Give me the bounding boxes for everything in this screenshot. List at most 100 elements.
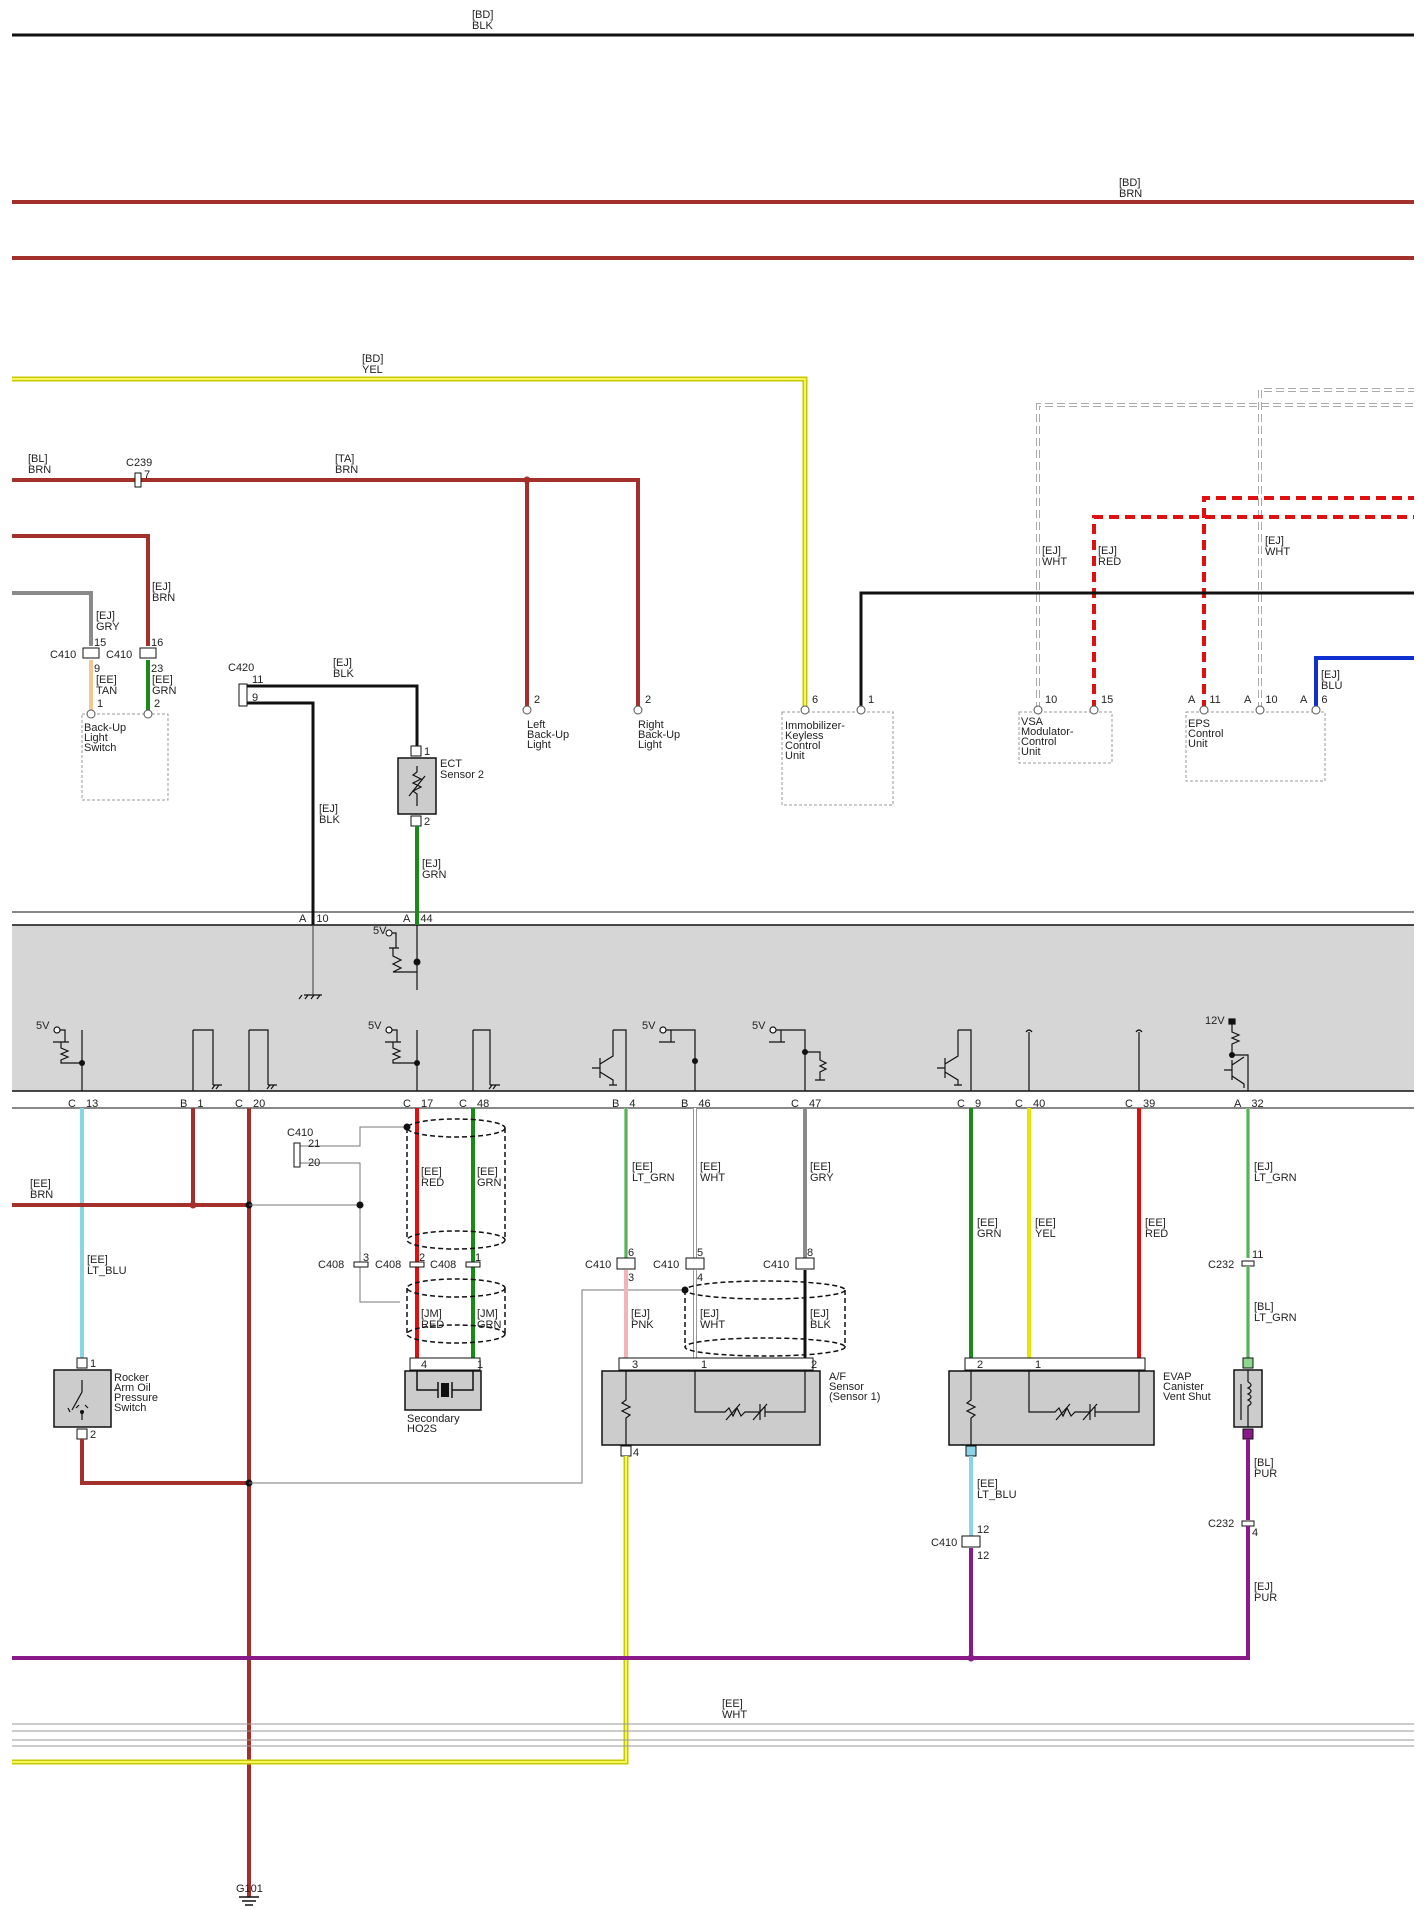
splice-b1 <box>189 1201 197 1209</box>
immobilizer-pin-6 <box>800 705 810 715</box>
c410-ltblu-pin-b: 12 <box>977 1550 989 1562</box>
evap-pin-1-box <box>1242 1428 1254 1440</box>
c232-b-label: C232 <box>1208 1518 1234 1530</box>
c408-a-pin: 3 <box>363 1252 369 1264</box>
vsa-box <box>1018 711 1113 764</box>
af-element-icon <box>1028 1370 1140 1421</box>
bus-label-ee-wht: [EE]WHT <box>722 1698 747 1721</box>
wire-yel-immobilizer-inner <box>12 378 806 709</box>
c410-shield-label: C410 <box>287 1127 313 1139</box>
immobilizer-pin-6-num: 6 <box>812 694 818 706</box>
wire-label-ej-lt-grn-evap: [EJ]LT_GRN <box>1254 1161 1297 1184</box>
wire-brn-ej <box>12 534 150 646</box>
ecm-junction-b46 <box>692 1058 698 1064</box>
c408-c-label: C408 <box>430 1259 456 1271</box>
ecm-5v-c47: 5V <box>752 1020 766 1032</box>
wire-label-ej-red-vsa: [EJ]RED <box>1098 545 1121 568</box>
rocker-pin-2-num: 2 <box>90 1429 96 1441</box>
splice-dot <box>523 476 531 484</box>
wire-label-ej-blk-ho2s: [EJ]BLK <box>810 1308 831 1331</box>
c420-pin-a: 11 <box>252 674 263 686</box>
c410-ltblu-label: C410 <box>931 1537 957 1549</box>
backup-pin-2 <box>143 709 153 719</box>
wire-label-ej-blk-top: [EJ]BLK <box>333 657 354 680</box>
piezo-icon <box>416 1370 474 1398</box>
eps-box <box>1185 711 1326 782</box>
c410-brn-label: C410 <box>106 649 132 661</box>
wire-label-ej-grn-ect: [EJ]GRN <box>422 858 447 881</box>
ho2s-pin-4-num: 3 <box>632 1359 638 1371</box>
c410-ltblu-pin-a: 12 <box>977 1524 989 1536</box>
c410-wht-pin-5: 5 <box>697 1247 703 1259</box>
wire-label-ee-grn-bu: [EE]GRN <box>152 674 177 697</box>
ecm-junction-c17 <box>414 1060 420 1066</box>
wire-gry-backup <box>12 591 93 646</box>
ecm-junction <box>413 958 421 966</box>
bus-label-bl-brn: [BL]BRN <box>28 453 51 476</box>
c410-gry-connector <box>82 647 100 659</box>
wire-label-ej-wht-eps: [EJ]WHT <box>1265 535 1290 558</box>
ecm-junction-a32 <box>1229 1052 1235 1058</box>
wire-yel-ho2s <box>12 1456 629 1765</box>
immobilizer-box <box>781 711 894 806</box>
wire-pur-bus <box>12 1526 1250 1660</box>
c408-a-connector <box>353 1261 369 1268</box>
af-sensor-body <box>948 1370 1155 1446</box>
evap-pin-2-box <box>1242 1357 1254 1369</box>
ecm-5v-c17: 5V <box>368 1020 382 1032</box>
vsa-pin-15 <box>1089 705 1099 715</box>
wire-label-ee-yel-af: [EE]YEL <box>1035 1217 1056 1240</box>
c239-label: C239 <box>126 457 152 469</box>
splice-shield-b <box>356 1201 364 1209</box>
backup-switch-box <box>81 713 169 801</box>
c410-pnk-connector <box>616 1257 636 1270</box>
c232-b-pin: 4 <box>1252 1527 1258 1539</box>
af-heater-icon <box>965 1370 977 1445</box>
bus-label-ta-brn: [TA]BRN <box>335 453 358 476</box>
wire-label-ee-red-knock: [EE]RED <box>421 1166 444 1189</box>
ho2s-sensor-body <box>601 1370 821 1446</box>
immobilizer-pin-1-num: 1 <box>868 694 874 706</box>
wire-label-ee-lt-blu-rocker: [EE]LT_BLU <box>87 1254 127 1277</box>
c232-a-pin: 11 <box>1252 1249 1263 1261</box>
ground-g101-caption: G101 <box>236 1883 263 1895</box>
c410-brn-pin-a: 16 <box>151 637 163 649</box>
c239-connector <box>134 472 142 488</box>
ho2s-pin-1-num: 1 <box>701 1359 707 1371</box>
ho2s-pin-2-num: 2 <box>811 1359 817 1371</box>
ecm-junction-c13 <box>79 1060 85 1066</box>
shield-cylinder-top <box>406 1118 506 1250</box>
ecm-band <box>12 925 1414 1091</box>
c410-shield-pin-20: 20 <box>308 1157 320 1169</box>
eps-pin-10 <box>1255 705 1265 715</box>
ecm-5v-c13: 5V <box>36 1020 50 1032</box>
wire-label-ej-wht-vsa: [EJ]WHT <box>1042 545 1067 568</box>
shield-cylinder-bottom <box>406 1278 506 1344</box>
wire-label-ee-lt-blu-af: [EE]LT_BLU <box>977 1478 1017 1501</box>
right-backup-pin-num: 2 <box>645 694 651 706</box>
wire-red-dashed-eps <box>1202 496 1414 710</box>
ect-pin-1-box <box>410 745 422 757</box>
switch-icon <box>67 1380 89 1420</box>
c420-label: C420 <box>228 662 254 674</box>
ho2s-pin-3-box <box>620 1445 632 1457</box>
backup-pin-2-num: 2 <box>154 698 160 710</box>
wire-brn-backup <box>12 478 640 709</box>
ho2s-heater-icon <box>620 1370 632 1445</box>
c410-pnk-pin-3: 3 <box>628 1272 634 1284</box>
wire-label-ej-pur: [EJ]PUR <box>1254 1581 1277 1604</box>
eps-pin-11 <box>1199 705 1209 715</box>
backup-pin-1 <box>86 709 96 719</box>
